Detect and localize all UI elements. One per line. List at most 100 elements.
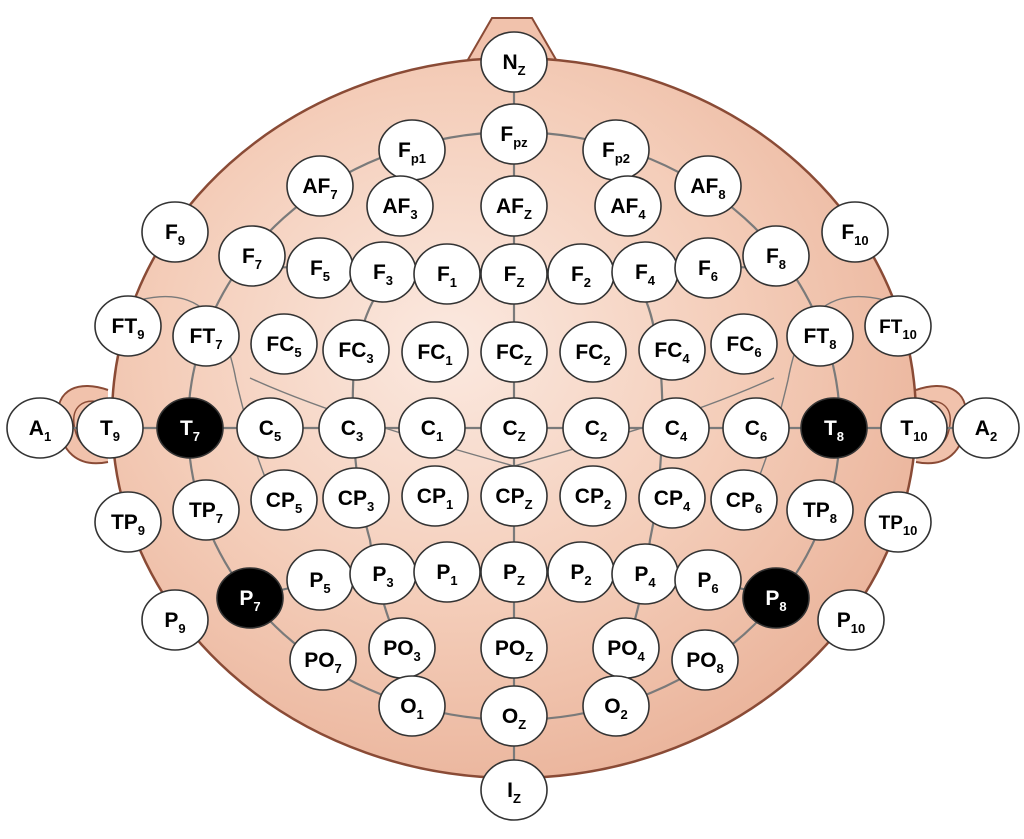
electrode-label: CP3 — [338, 487, 374, 514]
electrode-circle — [671, 629, 739, 691]
electrode-circle — [378, 675, 446, 737]
electrode-circle — [952, 397, 1020, 459]
electrode-label: P5 — [309, 569, 330, 596]
electrode-circle — [480, 243, 548, 305]
electrode-circle — [322, 319, 390, 381]
electrode-circle — [674, 155, 742, 217]
electrode-circle — [638, 319, 706, 381]
electrode-circle — [76, 397, 144, 459]
electrode-circle — [480, 685, 548, 747]
electrode-po4: PO4 — [592, 617, 660, 679]
electrode-f1: F1 — [413, 243, 481, 305]
electrode-label: A2 — [975, 417, 997, 444]
electrode-label: F8 — [766, 245, 786, 272]
electrode-circle — [480, 397, 548, 459]
electrode-circle — [480, 541, 548, 603]
electrode-cp5: CP5 — [250, 469, 318, 531]
electrode-circle — [638, 467, 706, 529]
electrode-oz: OZ — [480, 685, 548, 747]
electrode-label: A1 — [29, 417, 51, 444]
electrode-label: P6 — [697, 569, 718, 596]
electrode-circle — [594, 175, 662, 237]
electrode-label: T7 — [180, 417, 200, 444]
electrode-poz: POZ — [480, 617, 548, 679]
electrode-label: OZ — [502, 705, 526, 732]
electrode-po8: PO8 — [671, 629, 739, 691]
electrode-label: CP2 — [575, 485, 611, 512]
electrode-label: FCZ — [496, 341, 532, 368]
electrode-label: Fpz — [500, 123, 528, 150]
electrode-label: CP4 — [654, 487, 691, 514]
electrode-label: F6 — [698, 257, 718, 284]
electrode-ft9: FT9 — [94, 295, 162, 357]
electrode-tp9: TP9 — [94, 491, 162, 553]
electrode-f5: F5 — [286, 237, 354, 299]
electrode-circle — [480, 103, 548, 165]
electrode-circle — [642, 397, 710, 459]
electrode-p5: P5 — [286, 549, 354, 611]
electrode-t9: T9 — [76, 397, 144, 459]
electrode-c4: C4 — [642, 397, 710, 459]
electrode-label: O1 — [400, 695, 424, 722]
electrode-circle — [742, 567, 810, 629]
electrode-f8: F8 — [742, 225, 810, 287]
electrode-label: PO3 — [383, 637, 421, 664]
electrode-fcz: FCZ — [480, 321, 548, 383]
electrode-fp2: Fp2 — [582, 119, 650, 181]
electrode-circle — [722, 397, 790, 459]
electrode-label: F5 — [310, 257, 330, 284]
electrode-p2: P2 — [547, 541, 615, 603]
electrode-label: TP8 — [803, 499, 837, 526]
electrode-ft10: FT10 — [864, 295, 932, 357]
electrode-label: AFZ — [496, 195, 532, 222]
electrode-p10: P10 — [817, 589, 885, 651]
electrode-circle — [172, 305, 240, 367]
electrode-circle — [817, 589, 885, 651]
electrode-fpz: Fpz — [480, 103, 548, 165]
electrode-circle — [559, 465, 627, 527]
electrode-circle — [480, 321, 548, 383]
electrode-label: AF8 — [690, 175, 725, 202]
electrode-circle — [250, 313, 318, 375]
electrode-fp1: Fp1 — [378, 119, 446, 181]
electrode-circle — [413, 541, 481, 603]
electrode-circle — [480, 31, 548, 93]
electrode-label: FT7 — [190, 325, 223, 352]
electrode-p3: P3 — [349, 543, 417, 605]
electrode-p9: P9 — [141, 589, 209, 651]
electrode-fc3: FC3 — [322, 319, 390, 381]
electrode-circle — [786, 305, 854, 367]
electrode-label: TP9 — [111, 511, 145, 538]
electrode-circle — [318, 397, 386, 459]
electrode-f6: F6 — [674, 237, 742, 299]
electrode-circle — [480, 617, 548, 679]
electrode-circle — [141, 201, 209, 263]
electrode-label: Fp1 — [398, 139, 426, 166]
electrode-label: F3 — [373, 261, 393, 288]
electrode-circle — [216, 567, 284, 629]
electrode-circle — [562, 397, 630, 459]
electrode-f10: F10 — [821, 201, 889, 263]
electrode-t7: T7 — [156, 397, 224, 459]
electrode-circle — [786, 479, 854, 541]
electrode-label: C3 — [341, 417, 363, 444]
electrode-circle — [480, 465, 548, 527]
electrode-circle — [864, 491, 932, 553]
electrode-cp6: CP6 — [710, 469, 778, 531]
electrode-label: AF7 — [302, 175, 337, 202]
electrode-label: T9 — [100, 417, 120, 444]
electrode-label: POZ — [495, 637, 533, 664]
electrode-o2: O2 — [582, 675, 650, 737]
electrode-pz: PZ — [480, 541, 548, 603]
electrode-circle — [864, 295, 932, 357]
electrode-label: P1 — [436, 561, 457, 588]
electrode-label: C2 — [585, 417, 607, 444]
electrode-circle — [172, 479, 240, 541]
electrode-label: PZ — [503, 561, 525, 588]
electrode-label: NZ — [502, 51, 525, 78]
electrode-circle — [398, 397, 466, 459]
electrode-tp8: TP8 — [786, 479, 854, 541]
electrode-c2: C2 — [562, 397, 630, 459]
electrode-label: AF4 — [610, 195, 646, 222]
